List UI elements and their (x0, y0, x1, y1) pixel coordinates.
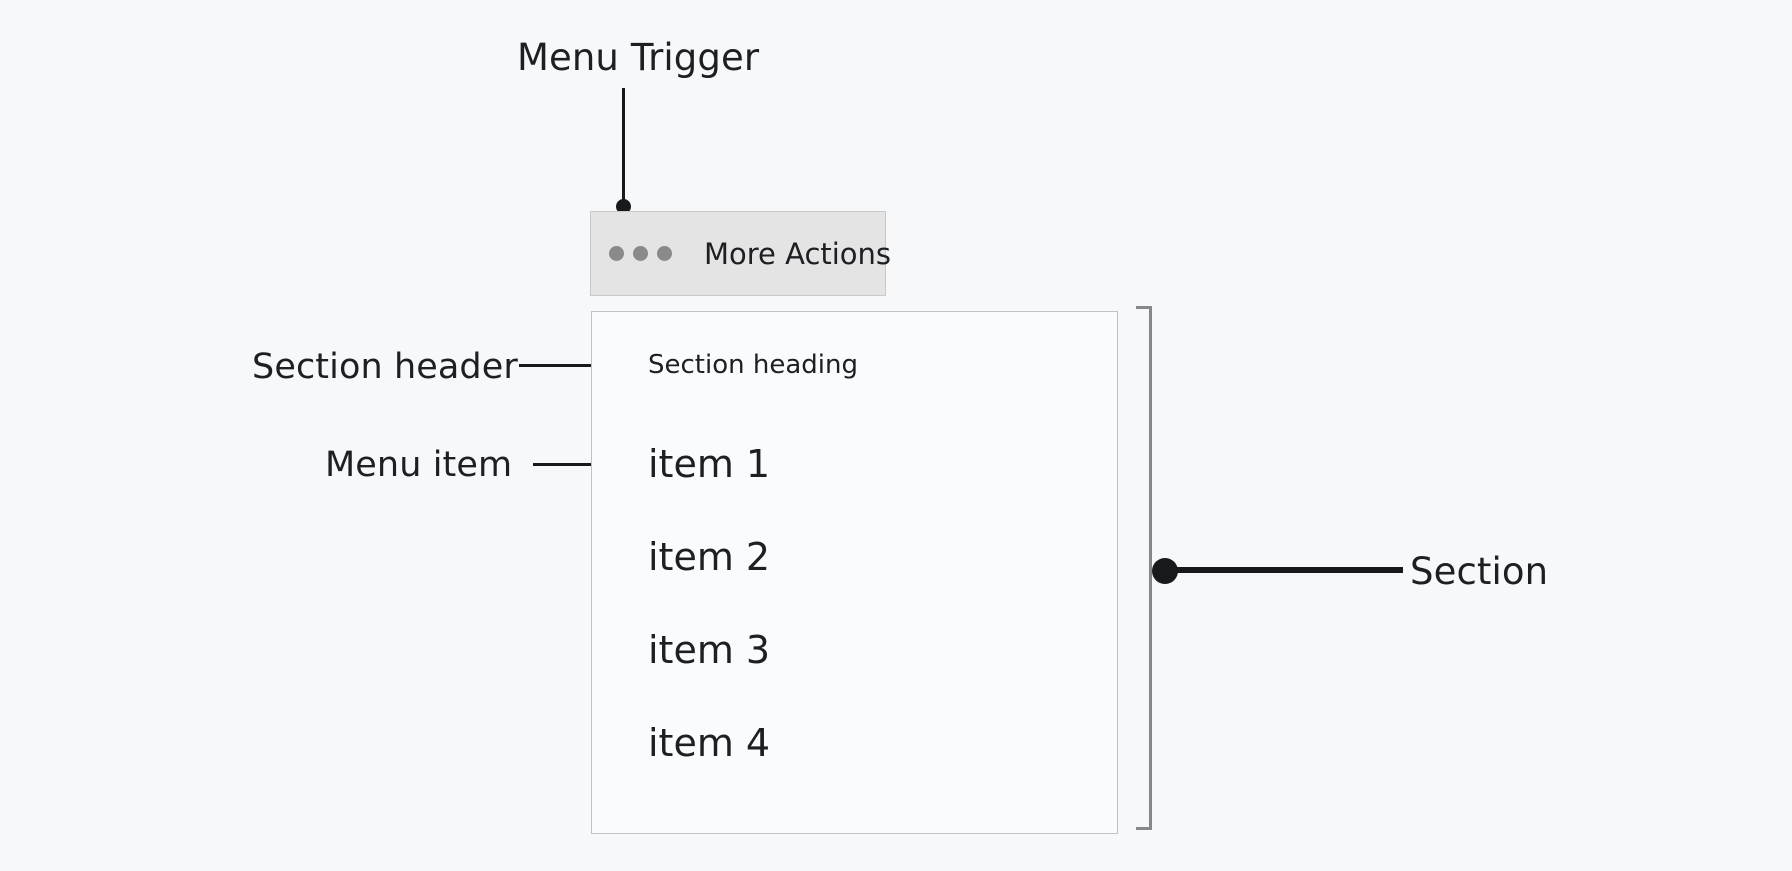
more-horizontal-icon (609, 246, 672, 261)
annotation-label-section-header: Section header (252, 347, 518, 387)
leader-dot-menu-trigger (616, 199, 631, 214)
bracket-tick-bottom (1136, 827, 1152, 830)
leader-line-section-header (519, 364, 637, 367)
bracket-tick-top (1136, 306, 1152, 309)
annotation-label-section: Section (1410, 550, 1549, 593)
menu-item[interactable]: item 3 (648, 628, 771, 672)
bracket-spine (1149, 306, 1152, 830)
more-dot-1 (609, 246, 624, 261)
more-dot-3 (657, 246, 672, 261)
menu-item[interactable]: item 1 (648, 442, 771, 486)
more-dot-2 (633, 246, 648, 261)
menu-item[interactable]: item 2 (648, 535, 771, 579)
leader-line-menu-item (533, 463, 643, 466)
leader-dot-section (1152, 558, 1178, 584)
more-actions-trigger-label: More Actions (704, 236, 892, 271)
section-bracket (1134, 306, 1152, 830)
annotation-label-menu-item: Menu item (325, 445, 513, 485)
leader-line-section (1163, 567, 1403, 573)
menu-panel: Section heading item 1 item 2 item 3 ite… (591, 311, 1118, 834)
menu-item[interactable]: item 4 (648, 721, 771, 765)
annotation-label-menu-trigger: Menu Trigger (517, 36, 760, 79)
leader-line-menu-trigger (622, 88, 625, 202)
menu-section-heading: Section heading (648, 350, 858, 380)
more-actions-trigger-button[interactable]: More Actions (590, 211, 891, 296)
